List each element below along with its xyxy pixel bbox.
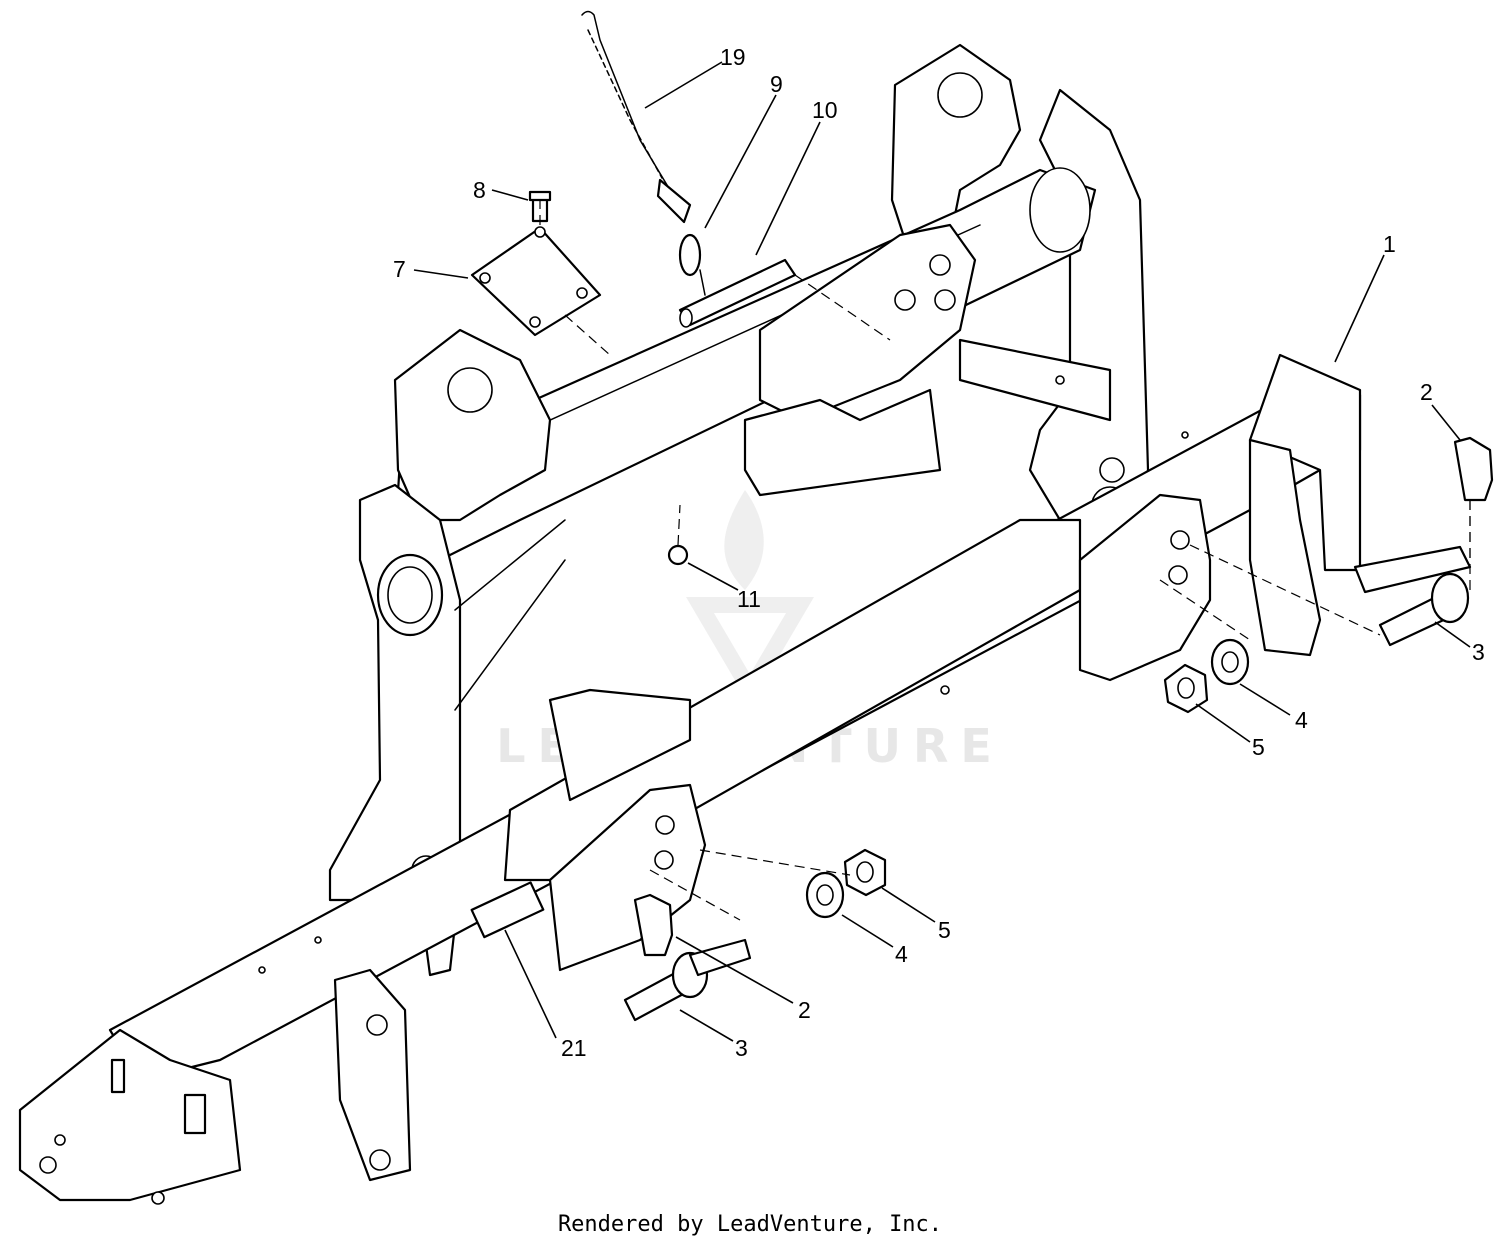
callout-2-right: 2 <box>1420 379 1433 405</box>
callout-3-right: 3 <box>1472 639 1485 665</box>
washer-4-right <box>1210 638 1250 686</box>
callout-10: 10 <box>812 97 838 123</box>
callout-8: 8 <box>473 177 486 203</box>
watermark-logo <box>686 490 814 706</box>
exploded-view-drawing: LEADVENTURE <box>18 10 1494 1205</box>
main-horizontal-beam <box>108 353 1362 1082</box>
left-upright-plate <box>393 328 552 522</box>
pivot-pin-3-right <box>1353 545 1472 647</box>
right-mount-plate <box>1078 438 1322 682</box>
chain-19 <box>581 10 692 224</box>
callout-3-left: 3 <box>735 1035 748 1061</box>
nut-5-right <box>1163 663 1209 714</box>
center-rocker-link <box>743 223 977 497</box>
lynch-pin-9 <box>678 233 706 296</box>
callout-5-left: 5 <box>938 917 951 943</box>
washer-4-left <box>805 871 845 919</box>
rear-brace <box>958 338 1112 422</box>
nut-5-left <box>843 848 887 897</box>
nut-11 <box>667 504 689 566</box>
render-credit: Rendered by LeadVenture, Inc. <box>557 1212 943 1237</box>
callout-7: 7 <box>393 256 406 282</box>
front-left-bracket <box>18 968 412 1205</box>
cover-plate-7 <box>470 226 602 337</box>
assembly-lines <box>539 195 1471 921</box>
callout-21: 21 <box>561 1035 587 1061</box>
callout-9: 9 <box>770 71 783 97</box>
callout-4-right: 4 <box>1295 707 1308 733</box>
callout-19: 19 <box>720 44 746 70</box>
spring-clip-2-left <box>633 893 674 957</box>
callout-2-left: 2 <box>798 997 811 1023</box>
callout-5-right: 5 <box>1252 734 1265 760</box>
spring-clip-2-right <box>1453 436 1494 560</box>
callout-1: 1 <box>1383 231 1396 257</box>
callout-labels: 19 9 10 8 7 1 2 3 4 5 11 5 4 2 3 21 <box>393 44 1485 1061</box>
callout-11: 11 <box>737 586 761 612</box>
callout-4-left: 4 <box>895 941 908 967</box>
leader-lines <box>413 61 1471 1042</box>
pivot-pin-3-left <box>623 938 752 1022</box>
clevis-pin-10 <box>678 258 797 328</box>
